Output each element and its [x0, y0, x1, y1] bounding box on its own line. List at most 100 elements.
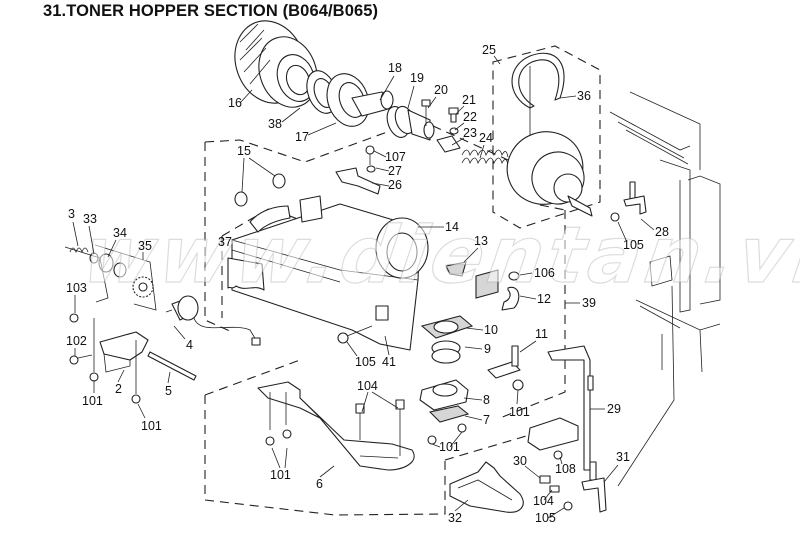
callout-label: 104 [357, 379, 378, 393]
leader-line [231, 237, 239, 241]
callout-label: 11 [535, 327, 548, 341]
callout-6: 6 [316, 465, 335, 491]
callout-label: 4 [186, 338, 193, 352]
callout-label: 101 [141, 419, 162, 433]
callout-25: 25 [482, 43, 501, 65]
callout-104a: 104 [357, 379, 399, 413]
callout-105c: 105 [617, 221, 644, 252]
part-27-bushing [366, 165, 376, 173]
part-14-hopper-body [231, 195, 429, 351]
callout-label: 101 [439, 440, 460, 454]
callout-label: 26 [388, 178, 402, 192]
callout-label: 103 [66, 281, 87, 295]
callout-41: 41 [382, 335, 396, 369]
callout-label: 21 [462, 93, 476, 107]
part-4-motor [165, 295, 261, 346]
callout-10: 10 [465, 323, 498, 337]
part-13b-plate [475, 269, 499, 299]
leader-line [72, 221, 79, 247]
leader-line [248, 157, 276, 177]
leader-line [319, 465, 335, 478]
callout-label: 14 [445, 220, 459, 234]
callout-4: 4 [173, 325, 193, 352]
leader-line [373, 150, 387, 158]
part-9-coupling [431, 340, 461, 364]
part-31-stud [581, 461, 607, 513]
callout-105a: 105 [346, 341, 376, 369]
callout-23: 23 [451, 126, 477, 146]
callout-5: 5 [165, 371, 172, 398]
callout-label: 102 [66, 334, 87, 348]
leader-line [479, 144, 485, 159]
part-41-label [375, 305, 389, 321]
callout-label: 31 [616, 450, 630, 464]
part-12-bracket [501, 286, 520, 311]
callout-label: 10 [484, 323, 498, 337]
boundary-hopper-upper [204, 119, 531, 333]
callout-label: 37 [218, 235, 232, 249]
callout-label: 34 [113, 226, 127, 240]
callout-label: 19 [410, 71, 424, 85]
callout-31: 31 [603, 450, 630, 483]
callout-11: 11 [519, 327, 548, 353]
leader-line [455, 105, 465, 115]
callout-26: 26 [371, 178, 402, 192]
callout-20: 20 [427, 83, 448, 109]
leader-line [431, 443, 441, 448]
part-11-lever [487, 345, 521, 379]
leader-line [346, 341, 358, 357]
leader-line [516, 389, 519, 405]
part-19-bushing [386, 105, 435, 141]
leader-line [524, 465, 541, 479]
callout-34: 34 [107, 226, 127, 258]
leader-line [454, 499, 469, 512]
callout-label: 5 [165, 384, 172, 398]
leader-line [239, 89, 253, 104]
part-20-screw [421, 99, 431, 126]
callout-label: 32 [448, 511, 462, 525]
callout-17: 17 [295, 122, 337, 144]
callout-101a: 101 [82, 380, 103, 408]
leader-line [361, 391, 369, 413]
leader-line [371, 391, 399, 409]
leader-line [465, 327, 484, 331]
callout-label: 101 [270, 468, 291, 482]
callout-13: 13 [463, 234, 488, 263]
part-105b-screw [563, 501, 573, 511]
callout-107: 107 [373, 150, 406, 164]
part-35-gear [132, 276, 154, 298]
callout-27: 27 [375, 164, 402, 178]
part-8-holder [419, 379, 469, 411]
part-107-screw [365, 145, 375, 165]
leader-line [519, 340, 537, 353]
part-108-screw [553, 450, 563, 460]
leader-line [603, 464, 619, 483]
page-title: 31.TONER HOPPER SECTION (B064/B065) [43, 2, 379, 20]
part-3-spring [69, 247, 89, 254]
leader-line [173, 325, 186, 340]
boundary-bottom-right [444, 425, 561, 461]
callout-label: 28 [655, 225, 669, 239]
callout-33: 33 [83, 212, 97, 255]
machine-frame [609, 91, 721, 487]
boundary-lower [204, 359, 446, 516]
part-21-pin [448, 107, 459, 123]
part-30-clip [539, 475, 551, 484]
part-13-shutter [445, 261, 467, 277]
leader-line [449, 431, 463, 448]
part-28-stud-bracket [623, 181, 647, 215]
callout-label: 18 [388, 61, 402, 75]
callout-106: 106 [519, 266, 555, 280]
callout-102: 102 [66, 334, 87, 356]
part-bracket-base [527, 417, 579, 451]
callout-label: 13 [474, 234, 488, 248]
leader-line [451, 137, 465, 146]
leader-line [463, 397, 483, 401]
part-106-collar [508, 271, 520, 281]
part-bracket-plate [64, 244, 157, 311]
part-5-shaft [147, 351, 197, 381]
part-26-lever [335, 167, 381, 195]
callout-101b: 101 [137, 403, 162, 433]
